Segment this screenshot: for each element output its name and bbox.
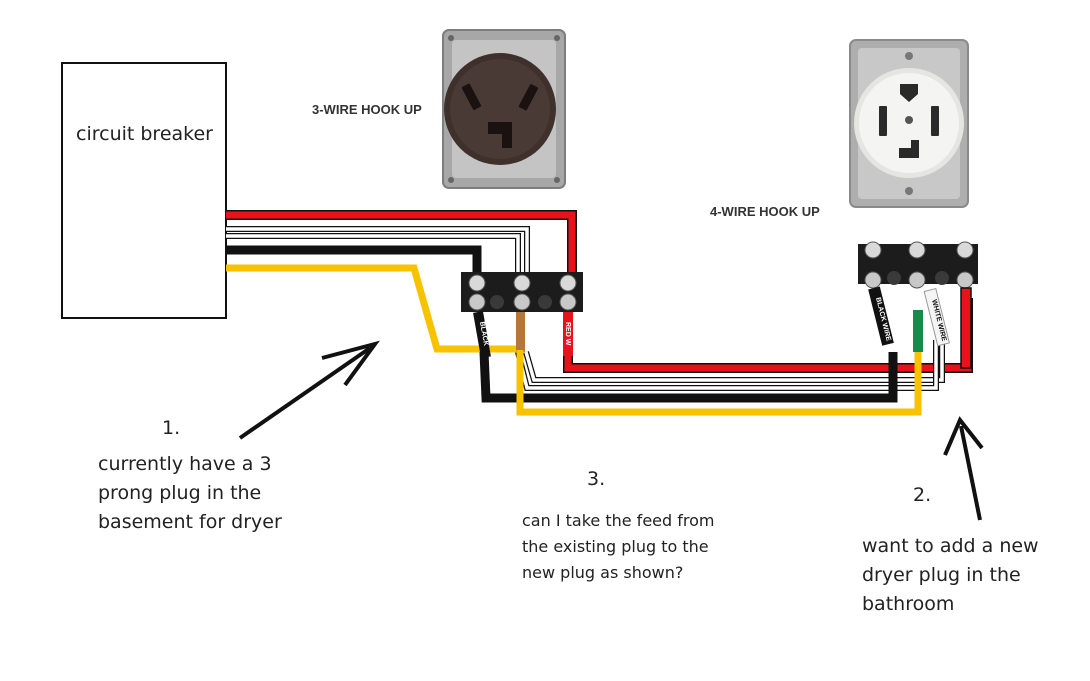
- feed-wires: [479, 298, 973, 416]
- note-3-text: can I take the feed from the existing pl…: [522, 511, 715, 582]
- three-wire-terminal-block: BLACK RED W: [461, 272, 583, 359]
- three-prong-outlet-icon: [442, 29, 566, 189]
- breaker-to-outlet-wires: [226, 210, 577, 353]
- note-2-text: want to add a new dryer plug in the bath…: [862, 535, 1039, 615]
- four-wire-hookup-label: 4-WIRE HOOK UP: [710, 204, 820, 219]
- circuit-breaker-label: circuit breaker: [76, 123, 213, 145]
- circuit-breaker-box: [61, 62, 227, 319]
- arrow-icon: [238, 340, 380, 440]
- note-1-text: currently have a 3 prong plug in the bas…: [98, 453, 282, 533]
- red-lead-tag: RED W: [564, 322, 571, 346]
- three-wire-hookup-label: 3-WIRE HOOK UP: [312, 102, 422, 117]
- note-2-number: 2.: [913, 484, 932, 506]
- arrow-icon: [943, 416, 984, 521]
- note-1-number: 1.: [162, 417, 181, 439]
- four-wire-terminal-block: BLACK WIRE WHITE WIRE: [858, 241, 978, 369]
- note-3-number: 3.: [587, 468, 606, 490]
- black-lead-tag: BLACK: [478, 321, 489, 346]
- four-prong-outlet-icon: [849, 39, 969, 208]
